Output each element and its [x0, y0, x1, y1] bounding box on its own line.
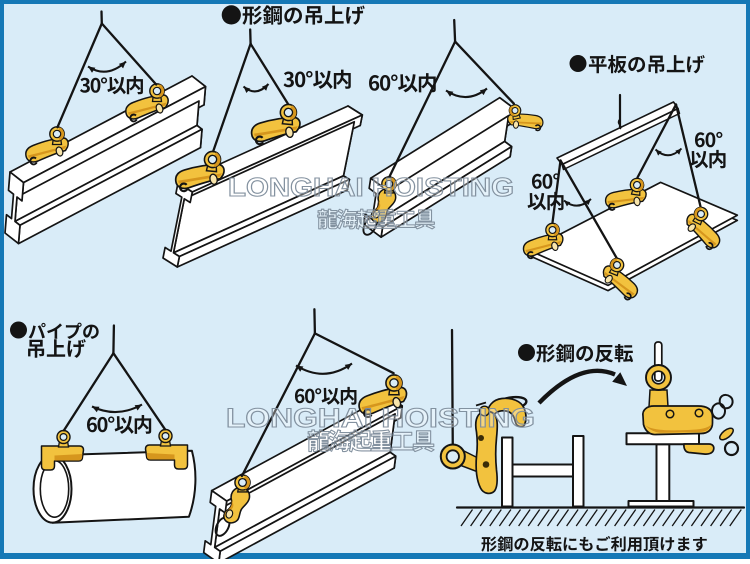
svg-text:LONGHAI HOISTING: LONGHAI HOISTING	[228, 172, 514, 202]
svg-text:LONGHAI HOISTING: LONGHAI HOISTING	[226, 403, 535, 433]
